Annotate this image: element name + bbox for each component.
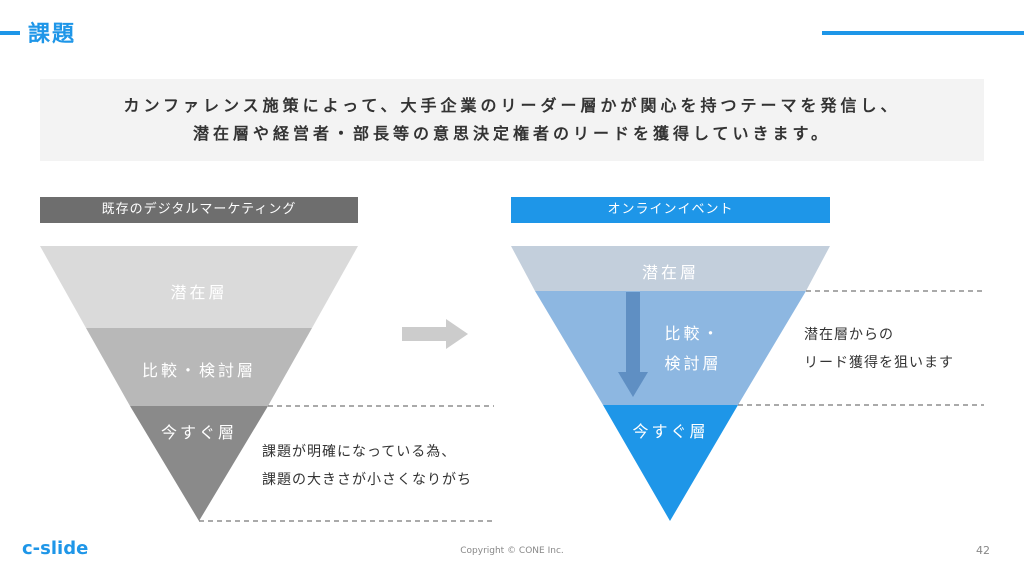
transition-arrow-icon (402, 319, 468, 349)
existing-marketing-label: 既存のデジタルマーケティング (40, 197, 358, 223)
left-tier-immediate: 今すぐ層 (160, 423, 237, 442)
left-tier-latent: 潜在層 (170, 283, 228, 302)
right-tier-comparison-line-2: 検討層 (664, 354, 722, 373)
right-funnel-bottom-tier (603, 405, 738, 521)
left-funnel-middle-tier (86, 328, 312, 406)
page-number: 42 (976, 544, 990, 557)
right-funnel-top-tier (511, 246, 830, 291)
right-tier-comparison-line-1: 比較・ (664, 324, 722, 343)
title-accent-bar-left (0, 31, 20, 35)
summary-line-1: カンファレンス施策によって、大手企業のリーダー層かが関心を持つテーマを発信し、 (123, 96, 901, 115)
down-arrow-icon (618, 292, 648, 397)
left-note-line-1: 課題が明確になっている為、 (262, 444, 457, 460)
left-note: 課題が明確になっている為、 課題の大きさが小さくなりがち (262, 438, 472, 494)
summary-banner: カンファレンス施策によって、大手企業のリーダー層かが関心を持つテーマを発信し、 … (40, 79, 984, 161)
page-title: 課題 (28, 22, 77, 47)
online-event-label: オンラインイベント (511, 197, 830, 223)
left-tier-comparison: 比較・検討層 (141, 361, 256, 380)
right-tier-immediate: 今すぐ層 (632, 422, 709, 441)
left-funnel-top-tier (40, 246, 358, 328)
copyright-text: Copyright © CONE Inc. (460, 546, 564, 556)
summary-line-2: 潜在層や経営者・部長等の意思決定権者のリードを獲得していきます。 (193, 124, 831, 143)
left-note-line-2: 課題の大きさが小さくなりがち (262, 472, 472, 488)
brand-logo: c-slide (22, 538, 89, 559)
right-note-line-2: リード獲得を狙います (804, 355, 954, 371)
right-funnel-middle-tier (535, 291, 806, 405)
title-accent-bar-right (822, 31, 1024, 35)
right-tier-latent: 潜在層 (641, 263, 699, 282)
left-funnel-bottom-tier (130, 406, 268, 521)
right-note-line-1: 潜在層からの (804, 327, 894, 343)
right-note: 潜在層からの リード獲得を狙います (804, 321, 954, 377)
